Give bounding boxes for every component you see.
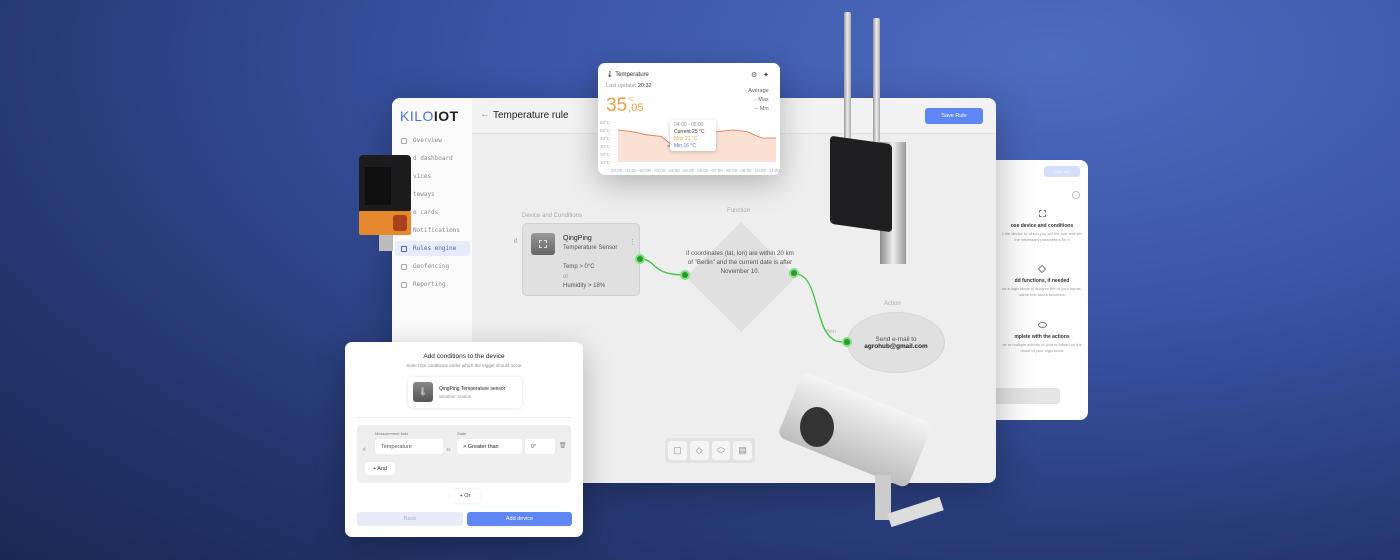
measurement-field-input[interactable]: Temperature <box>375 439 443 454</box>
chip-icon[interactable]: ▢ <box>668 441 687 460</box>
y-tick-label: 60°C <box>600 120 611 125</box>
sidebar-item-7[interactable]: Geofencing <box>395 259 470 274</box>
x-tick-label: 11:00 <box>769 168 780 173</box>
sidebar-item-label: Notifications <box>413 227 460 234</box>
connectors <box>639 258 843 343</box>
add-device-button[interactable]: Add device <box>467 512 572 526</box>
function-section-label: Function <box>727 208 751 214</box>
logo: KILOIOT <box>400 108 459 124</box>
x-tick-label: 04:00 <box>668 168 680 173</box>
sidebar-item-label: vices <box>413 173 432 180</box>
x-tick-label: 05:00 <box>683 168 695 173</box>
temperature-widget: 🌡︎ Temperature ⚙ ✦ Last update: 20:32 35… <box>598 63 780 175</box>
action-node[interactable]: Send e-mail to agrohub@gmail.com <box>847 312 945 373</box>
ellipse-icon <box>1037 322 1047 328</box>
step-3: mplete with the actions ne or multiple a… <box>1000 322 1084 354</box>
selected-device-card[interactable]: 🌡︎ QingPing Temperature sensor Weather S… <box>408 377 522 408</box>
y-tick-label: 10°C <box>600 160 611 165</box>
sidebar-item-6[interactable]: Rules engine <box>395 241 470 256</box>
back-button[interactable]: Back <box>357 512 463 526</box>
sensor-device-image <box>357 153 417 253</box>
sidebar-item-0[interactable]: Overview <box>395 133 470 148</box>
sidebar-item-label: teways <box>413 191 435 198</box>
thermometer-icon: 🌡︎ Temperature <box>606 72 649 78</box>
state-select[interactable]: > Greater than <box>457 439 522 454</box>
chart-legend: – Average – Max – Min <box>744 88 769 112</box>
x-tick-label: 09:00 <box>740 168 752 173</box>
y-tick-label: 40°C <box>600 136 611 141</box>
x-tick-label: 01:00 <box>625 168 637 173</box>
y-tick-label: 50°C <box>600 128 611 133</box>
nav-icon <box>401 245 407 252</box>
add-or-button[interactable]: + Or <box>450 489 480 503</box>
add-conditions-dialog: Add conditions to the device Select the … <box>345 342 583 537</box>
if-label: if <box>514 239 517 245</box>
x-tick-label: 00:00 <box>611 168 623 173</box>
chip-icon <box>531 233 555 255</box>
sidebar-item-8[interactable]: Reporting <box>395 277 470 292</box>
function-input-port[interactable] <box>682 272 688 278</box>
pin-icon[interactable]: ✦ <box>763 72 769 79</box>
action-input-port[interactable] <box>844 339 850 345</box>
diamond-icon <box>1037 264 1047 274</box>
function-output-port[interactable] <box>791 270 797 276</box>
ellipse-icon[interactable]: ⬭ <box>711 441 731 460</box>
thermometer-icon: 🌡︎ <box>413 382 433 402</box>
save-rule-button[interactable]: Save Rule <box>925 108 983 124</box>
sidebar-item-label: d dashboard <box>413 155 453 162</box>
sidebar-item-label: Geofencing <box>413 263 450 270</box>
camera-device-image <box>776 371 950 540</box>
x-tick-label: 07:00 <box>712 168 724 173</box>
condition-group: If Measurement field Temperature Is Stat… <box>357 425 571 483</box>
sidebar-item-label: Overview <box>413 137 442 144</box>
x-tick-label: 06:00 <box>697 168 709 173</box>
more-icon[interactable]: ⋮ <box>629 239 636 246</box>
action-section-label: Action <box>884 301 901 307</box>
chip-icon <box>1038 210 1046 217</box>
sidebar-item-label: e cards <box>413 209 439 216</box>
dialog-title: Add conditions to the device <box>423 353 505 360</box>
panel-toolbar <box>980 388 1060 404</box>
nav-icon <box>401 263 407 270</box>
nav-icon <box>401 281 407 288</box>
device-output-port[interactable] <box>637 256 643 262</box>
step-1: ose device and conditions t the device t… <box>1000 210 1084 243</box>
x-tick-label: 02:00 <box>640 168 652 173</box>
x-tick-label: 08:00 <box>726 168 738 173</box>
y-tick-label: 20°C <box>600 152 611 157</box>
current-temperature: 35 °C ,05 <box>606 95 644 116</box>
sidebar-item-label: Reporting <box>413 281 446 288</box>
sidebar-item-label: Rules engine <box>413 245 457 252</box>
y-tick-label: 30°C <box>600 144 611 149</box>
page-title: Temperature rule <box>493 110 569 121</box>
help-icon[interactable] <box>1072 191 1080 199</box>
device-section-label: Device and Conditions <box>522 213 583 219</box>
chart-tooltip: 04:00 - 05:00 Current 25 °C Max 21 °C Mi… <box>670 120 716 151</box>
step-2: dd functions, if needed se a logic block… <box>1000 264 1084 298</box>
block-toolbar: ▢ ◇ ⬭ ▤ <box>665 438 755 463</box>
then-label: then <box>826 329 836 335</box>
diamond-icon[interactable]: ◇ <box>689 441 709 460</box>
function-text: if coordinates (lat, lon) are within 20 … <box>686 250 794 275</box>
device-node[interactable]: QingPing Temperature Sensor Temp > 0°C o… <box>522 223 640 296</box>
add-and-button[interactable]: + And <box>365 462 395 475</box>
x-tick-label: 10:00 <box>755 168 767 173</box>
nav-icon <box>401 137 407 144</box>
trash-icon[interactable]: 🗑︎ <box>559 443 567 449</box>
save-rule-button-secondary[interactable]: Save rule <box>1044 166 1080 177</box>
connector-device-function <box>639 258 686 276</box>
x-tick-label: 03:00 <box>654 168 666 173</box>
table-icon[interactable]: ▤ <box>733 441 752 460</box>
settings-icon[interactable]: ⚙ <box>751 72 758 79</box>
arrow-left-icon[interactable]: ← <box>480 109 490 120</box>
connector-function-action <box>794 273 843 343</box>
gateway-device-image <box>816 12 926 264</box>
value-input[interactable]: 0° <box>525 439 555 454</box>
